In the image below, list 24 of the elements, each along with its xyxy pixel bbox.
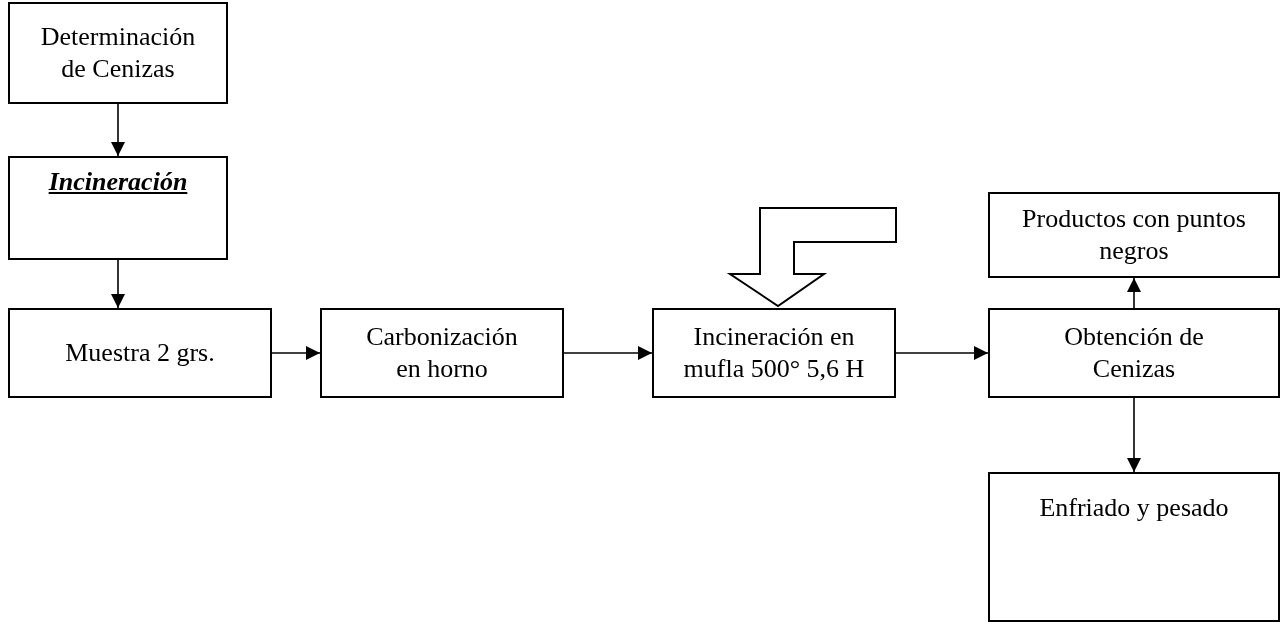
arrow	[563, 346, 653, 360]
process-box	[320, 308, 564, 398]
arrow	[271, 346, 321, 360]
arrow	[111, 259, 125, 309]
process-box	[988, 472, 1280, 622]
process-box	[8, 2, 228, 104]
box-label: Muestra 2 grs.	[65, 336, 215, 369]
process-box	[652, 308, 896, 398]
box-label: Incineración en mufla 500° 5,6 H	[682, 320, 866, 385]
box-label: Productos con puntos negros	[1021, 202, 1247, 267]
box-label: Enfriado y pesado	[1039, 492, 1229, 524]
process-box	[988, 192, 1280, 278]
arrow	[895, 346, 989, 360]
box-label: Obtención de Cenizas	[1063, 320, 1205, 385]
process-box	[988, 308, 1280, 398]
box-label: Incineración	[48, 166, 188, 198]
box-label: Carbonización en horno	[365, 320, 519, 385]
process-box	[8, 156, 228, 260]
arrow	[1127, 397, 1141, 473]
arrow	[111, 103, 125, 157]
block-arrow	[726, 207, 897, 308]
process-box	[8, 308, 272, 398]
box-label: Determinación de Cenizas	[40, 20, 196, 85]
arrow	[1127, 277, 1141, 309]
